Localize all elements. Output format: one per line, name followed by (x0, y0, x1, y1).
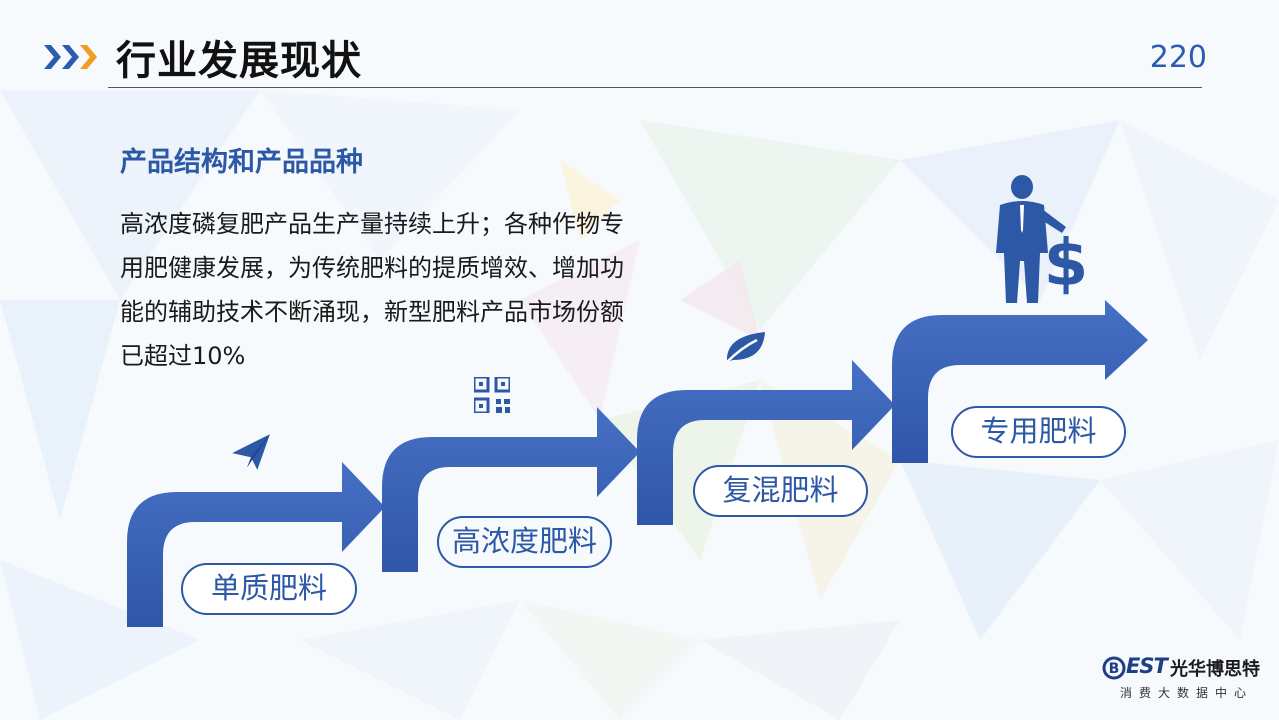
step-arrow-4 (892, 300, 1148, 463)
company-logo: B EST 光华博思特 消费大数据中心 (1102, 654, 1262, 704)
logo-est-text: EST (1126, 654, 1168, 678)
step-label-1: 单质肥料 (181, 563, 357, 615)
body-paragraph: 高浓度磷复肥产品生产量持续上升；各种作物专用肥健康发展，为传统肥料的提质增效、增… (120, 210, 624, 370)
step-label-4: 专用肥料 (951, 406, 1126, 458)
logo-sub-text: 消费大数据中心 (1120, 686, 1254, 700)
leaf-icon (726, 332, 765, 363)
businessman-dollar-icon: $ (996, 175, 1089, 303)
qr-code-icon (474, 377, 510, 413)
header-chevron-icon (44, 45, 97, 69)
header-divider (108, 87, 1202, 88)
page-number: 220 (1149, 40, 1207, 75)
svg-text:$: $ (1044, 227, 1089, 301)
page-title: 行业发展现状 (116, 38, 362, 84)
logo-cn-text: 光华博思特 (1170, 659, 1260, 680)
svg-text:B: B (1109, 661, 1120, 677)
step-arrow-3 (637, 360, 895, 525)
logo-mark-icon: B (1102, 656, 1126, 680)
paper-plane-icon (232, 434, 270, 470)
section-heading: 产品结构和产品品种 (120, 147, 363, 178)
step-label-3: 复混肥料 (693, 465, 868, 517)
step-label-2: 高浓度肥料 (437, 516, 612, 568)
step-arrow-1 (127, 462, 385, 627)
step-arrow-2 (382, 407, 640, 572)
